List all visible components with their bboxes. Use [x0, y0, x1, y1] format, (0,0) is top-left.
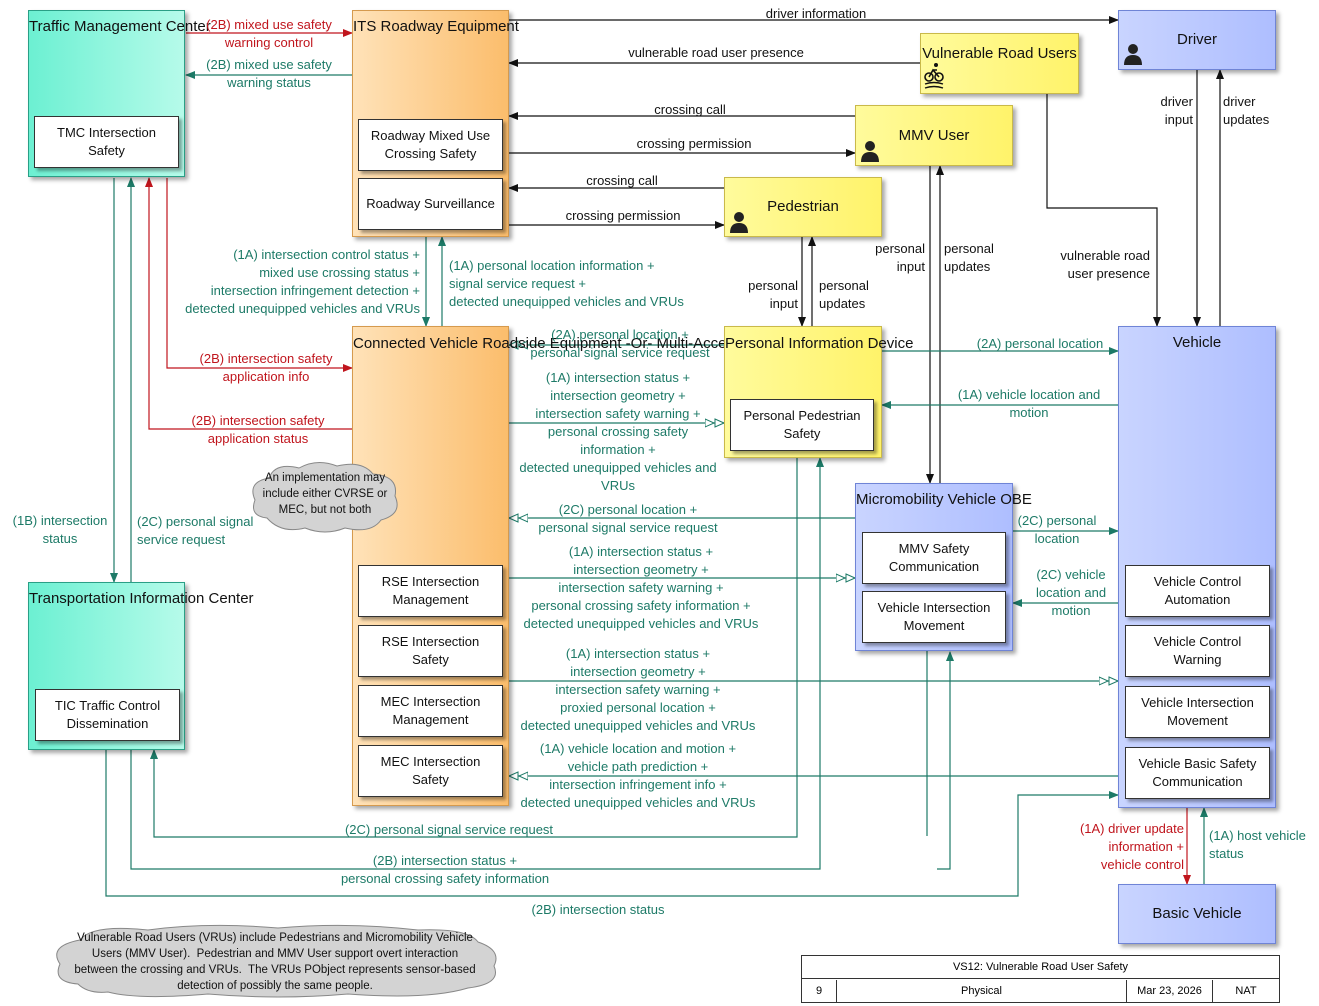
note-cloud-shape	[56, 924, 497, 998]
label-2c-personal-signal-request: (2C) personal signal service request	[344, 822, 554, 837]
entity-pedestrian[interactable]: Pedestrian	[724, 177, 882, 237]
label-1a-host-status: (1A) host vehicle status	[1209, 828, 1306, 861]
label-2b-intersection-status: (2B) intersection status	[531, 902, 665, 917]
entity-vehicle[interactable]: Vehicle Vehicle Control Automation Vehic…	[1118, 326, 1276, 808]
subentity-roadway-mixed-use-crossing-safety[interactable]: Roadway Mixed Use Crossing Safety	[358, 119, 503, 171]
label-1a-rse-to-vehicle: (1A) intersection status + intersection …	[520, 646, 756, 733]
label-2b-app-status: (2B) intersection safety application sta…	[191, 413, 325, 446]
entity-its-roadway-equipment[interactable]: ITS Roadway Equipment Roadway Mixed Use …	[352, 10, 519, 237]
subentity-rse-intersection-management[interactable]: RSE Intersection Management	[358, 565, 503, 617]
entity-cvrse-or-mec[interactable]: Connected Vehicle Roadside Equipment -Or…	[352, 326, 858, 806]
entity-title: Transportation Information Center	[29, 590, 254, 607]
entity-personal-information-device[interactable]: Personal Information Device Personal Ped…	[724, 326, 914, 458]
entity-micromobility-vehicle-obe[interactable]: Micromobility Vehicle OBE MMV Safety Com…	[855, 483, 1032, 651]
entity-title: Personal Information Device	[725, 335, 914, 352]
label-1b-intersection-status: (1B) intersection status	[12, 513, 108, 546]
entity-title: Basic Vehicle	[1152, 905, 1242, 922]
label-1a-driver-update: (1A) driver update information + vehicle…	[1079, 821, 1184, 872]
entity-vulnerable-road-users[interactable]: Vulnerable Road Users	[920, 33, 1079, 94]
label-driver-updates: driver updates	[1223, 94, 1270, 127]
footer-date: Mar 23, 2026	[1127, 980, 1213, 1002]
label-2c-mmv-to-rse: (2C) personal location + personal signal…	[538, 502, 718, 535]
label-2a-pid-to-rse: (2A) personal location + personal signal…	[530, 327, 710, 360]
subentity-vehicle-control-automation[interactable]: Vehicle Control Automation	[1125, 565, 1270, 617]
label-1a-rse-to-mmv: (1A) intersection status + intersection …	[523, 544, 759, 631]
entity-driver[interactable]: Driver	[1118, 10, 1276, 70]
label-driver-input: driver input	[1160, 94, 1193, 127]
label-crossing-permission-mmv: crossing permission	[636, 136, 752, 151]
subentity-rse-intersection-safety[interactable]: RSE Intersection Safety	[358, 625, 503, 677]
note-cloud-shape	[252, 462, 398, 533]
subentity-vehicle-basic-safety-communication[interactable]: Vehicle Basic Safety Communication	[1125, 747, 1270, 799]
entity-title: Vulnerable Road Users	[922, 45, 1077, 62]
subentity-vehicle-control-warning[interactable]: Vehicle Control Warning	[1125, 625, 1270, 677]
footer-page: 9	[802, 980, 837, 1002]
flow-2b-app-status	[145, 177, 352, 430]
flow-vru-presence-vehicle	[1046, 94, 1161, 327]
entity-title: MMV User	[898, 127, 970, 144]
entity-traffic-management-center[interactable]: Traffic Management Center TMC Intersecti…	[28, 10, 211, 177]
label-2a-pid-to-vehicle: (2A) personal location	[976, 336, 1104, 351]
label-2b-status-pcs: (2B) intersection status + personal cros…	[340, 853, 550, 886]
entity-title: ITS Roadway Equipment	[353, 18, 519, 35]
note-implementation: An implementation may include either CVR…	[262, 472, 388, 516]
subentity-tmc-intersection-safety[interactable]: TMC Intersection Safety	[34, 116, 179, 168]
label-1a-vehicle-to-pid: (1A) vehicle location and motion	[957, 387, 1101, 420]
label-1a-vehicle-to-rse: (1A) vehicle location and motion + vehic…	[520, 741, 756, 810]
diagram-footer: VS12: Vulnerable Road User Safety 9 Phys…	[801, 955, 1280, 1003]
bicycle-icon	[924, 63, 944, 89]
flow-2b-status-mmv	[937, 651, 954, 870]
entity-basic-vehicle[interactable]: Basic Vehicle	[1118, 884, 1276, 944]
subentity-vehicle-intersection-movement[interactable]: Vehicle Intersection Movement	[1125, 686, 1270, 738]
label-ped-input: personal input	[748, 278, 798, 311]
label-crossing-call-mmv: crossing call	[654, 102, 726, 117]
person-icon	[861, 141, 879, 162]
subentity-mec-intersection-safety[interactable]: MEC Intersection Safety	[358, 745, 503, 797]
label-ped-updates: personal updates	[819, 278, 869, 311]
footer-owner: NAT	[1235, 985, 1257, 997]
entity-title: Traffic Management Center	[29, 18, 211, 35]
label-mmv-updates: personal updates	[944, 241, 994, 274]
label-2c-vehicle-to-mmv: (2C) vehicle location and motion	[1035, 567, 1107, 618]
person-icon	[730, 212, 748, 233]
entity-title: Vehicle	[1172, 334, 1222, 351]
flow-2b-app-info	[166, 178, 353, 372]
entity-title: Micromobility Vehicle OBE	[856, 491, 1032, 508]
entity-title: Driver	[1177, 31, 1217, 48]
label-2c-mmv-to-vehicle: (2C) personal location	[1017, 513, 1097, 546]
label-mmv-input: personal input	[875, 241, 925, 274]
label-crossing-call-ped: crossing call	[586, 173, 658, 188]
flow-2c-personal-signal-request	[150, 458, 798, 838]
entity-mmv-user[interactable]: MMV User	[855, 105, 1013, 166]
label-2c-tic-psr: (2C) personal signal service request	[137, 514, 254, 547]
label-driver-information: driver information	[765, 6, 867, 21]
footer-view: Physical	[837, 980, 1127, 1002]
subentity-personal-pedestrian-safety[interactable]: Personal Pedestrian Safety	[730, 399, 874, 451]
subentity-mec-intersection-management[interactable]: MEC Intersection Management	[358, 685, 503, 737]
subentity-tic-traffic-control-dissemination[interactable]: TIC Traffic Control Dissemination	[35, 689, 180, 741]
label-vru-presence-its: vulnerable road user presence	[628, 45, 804, 60]
person-icon	[1124, 44, 1142, 65]
label-1a-rse-to-pid: (1A) intersection status + intersection …	[519, 370, 717, 493]
label-2b-mixed-status: (2B) mixed use safety warning status	[206, 57, 332, 90]
label-2b-mixed-control: (2B) mixed use safety warning control	[206, 17, 332, 50]
subentity-mmv-safety-communication[interactable]: MMV Safety Communication	[862, 532, 1006, 584]
label-2b-app-info: (2B) intersection safety application inf…	[199, 351, 333, 384]
label-crossing-permission-ped: crossing permission	[565, 208, 681, 223]
flow-2b-intersection-status	[105, 750, 1119, 897]
flow-2b-status-pcs	[130, 458, 928, 870]
label-1a-its-to-rse: (1A) intersection control status + mixed…	[185, 247, 420, 316]
entity-title: Pedestrian	[767, 198, 839, 215]
label-vru-presence-vehicle: vulnerable road user presence	[1060, 248, 1150, 281]
entity-title: Connected Vehicle Roadside Equipment -Or…	[353, 335, 858, 352]
entity-transportation-information-center[interactable]: Transportation Information Center TIC Tr…	[28, 582, 254, 750]
label-1a-rse-to-its: (1A) personal location information + sig…	[449, 258, 684, 309]
note-vru-definition: Vulnerable Road Users (VRUs) include Ped…	[74, 932, 476, 992]
subentity-mmv-vehicle-intersection-movement[interactable]: Vehicle Intersection Movement	[862, 591, 1006, 643]
subentity-roadway-surveillance[interactable]: Roadway Surveillance	[358, 178, 503, 230]
footer-title: VS12: Vulnerable Road User Safety	[802, 956, 1279, 979]
